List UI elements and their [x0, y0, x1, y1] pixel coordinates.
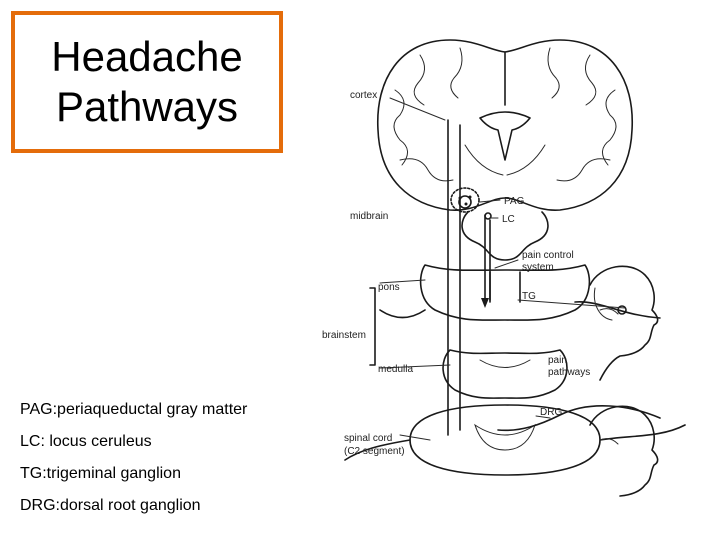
pons-drawing [419, 264, 591, 321]
label-pag: PAG [504, 196, 525, 207]
title-line-2: Pathways [55, 83, 239, 130]
legend-item-lc: LC: locus ceruleus [20, 433, 152, 450]
label-leaders [379, 97, 626, 441]
label-pain-pathways-1: pain [548, 355, 567, 366]
label-tg: TG [522, 291, 536, 302]
medulla-drawing [442, 349, 568, 399]
label-pain-control-2: system [522, 262, 554, 273]
head-profile-upper [589, 265, 659, 381]
label-medulla: medulla [378, 364, 413, 375]
abbreviation-legend: PAG:periaqueductal gray matter LC: locus… [20, 398, 310, 526]
label-cortex: cortex [350, 90, 377, 101]
brainstem-bracket [369, 287, 376, 366]
title-line-1: Headache [51, 33, 243, 80]
legend-item-tg: TG:trigeminal ganglion [20, 465, 181, 482]
label-midbrain: midbrain [350, 211, 388, 222]
pathway-tracts [447, 119, 661, 436]
legend-item-pag: PAG:periaqueductal gray matter [20, 401, 248, 418]
label-pain-control-1: pain control [522, 250, 574, 261]
label-pain-pathways-2: pathways [548, 367, 590, 378]
label-brainstem: brainstem [322, 330, 366, 341]
title-box: Headache Pathways [11, 11, 283, 153]
head-profile-lower [589, 405, 659, 497]
spinal-cord-drawing [344, 404, 686, 476]
label-drg: DRG [540, 407, 562, 418]
label-spinal-cord-1: spinal cord [344, 433, 392, 444]
trigeminal-nerve-drawing [379, 301, 661, 319]
headache-pathways-diagram: cortex PAG midbrain LC pain control syst… [322, 39, 686, 497]
label-lc: LC [502, 214, 515, 225]
label-pons: pons [378, 282, 400, 293]
cerebrum-drawing [377, 39, 633, 211]
legend-item-drg: DRG:dorsal root ganglion [20, 497, 201, 514]
label-spinal-cord-2: (C2 segment) [344, 446, 405, 457]
